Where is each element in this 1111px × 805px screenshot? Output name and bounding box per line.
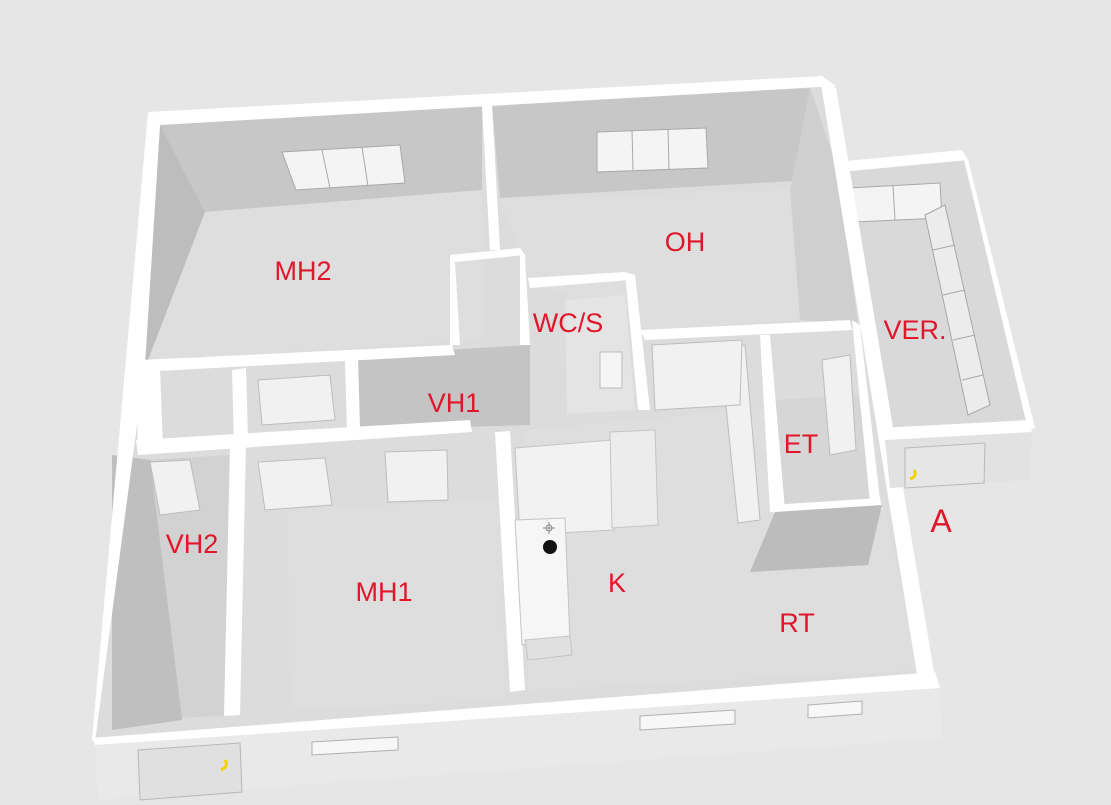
window-veranda-side xyxy=(924,204,991,416)
wall-vh2-side xyxy=(112,455,182,730)
label-wcs: WC/S xyxy=(533,308,604,338)
label-mh2: MH2 xyxy=(274,256,331,286)
wall-right-inner-oh xyxy=(790,88,858,325)
label-a: A xyxy=(930,503,952,539)
label-k: K xyxy=(608,568,626,598)
et-front-face xyxy=(750,505,882,572)
floor-mh1 xyxy=(288,500,505,710)
ceiling-light-icon xyxy=(543,522,555,534)
label-ver: VER. xyxy=(883,315,946,345)
front-windows xyxy=(311,700,863,756)
label-rt: RT xyxy=(779,608,815,638)
stove-burner xyxy=(543,540,557,554)
interior-walls xyxy=(136,105,882,716)
label-oh: OH xyxy=(665,227,706,257)
label-et: ET xyxy=(784,429,819,459)
label-mh1: MH1 xyxy=(355,577,412,607)
front-door xyxy=(137,742,243,801)
label-vh2: VH2 xyxy=(166,529,219,559)
window-oh xyxy=(596,127,709,173)
veranda-floor xyxy=(838,155,1032,435)
wc-fixture xyxy=(599,351,623,389)
floor-vh2 xyxy=(145,455,232,718)
window-mh2 xyxy=(281,144,406,191)
veranda-door xyxy=(904,442,986,489)
floor-oh xyxy=(500,190,800,330)
interior-doors xyxy=(149,339,857,524)
floor-vh1 xyxy=(358,345,530,430)
outer-walls xyxy=(92,76,940,745)
label-vh1: VH1 xyxy=(428,388,481,418)
floor-mh2 xyxy=(148,190,482,360)
room-labels: MH2 OH WC/S VH1 VER. ET A VH2 MH1 K RT xyxy=(166,227,953,638)
